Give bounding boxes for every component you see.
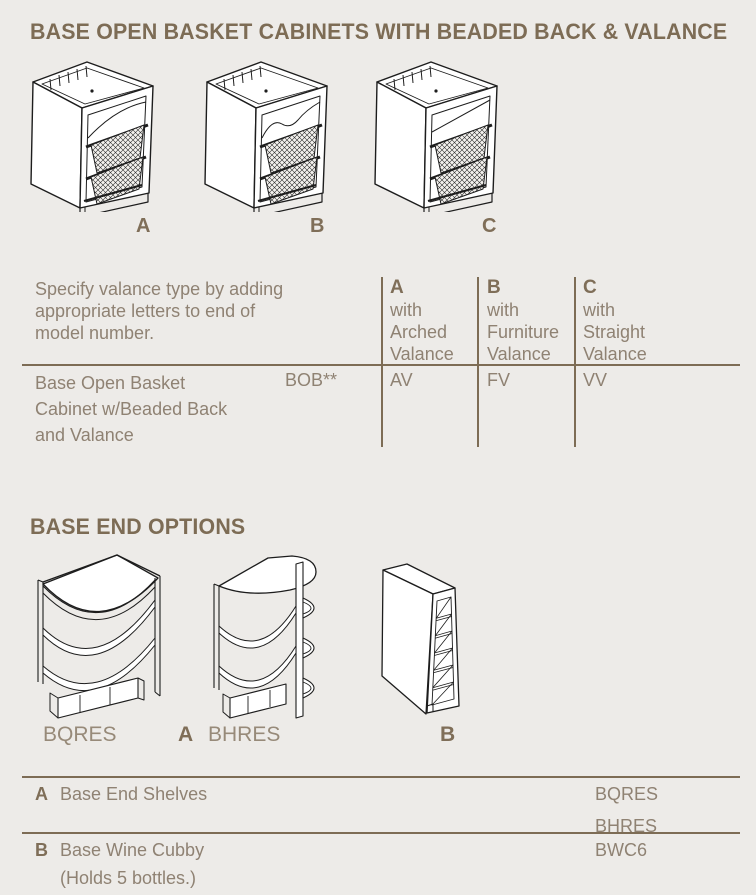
figure-label-bqres: BQRES	[43, 723, 117, 746]
end-options-title: BASE END OPTIONS	[30, 514, 246, 539]
figure-label-a: A	[136, 215, 151, 237]
option-row-a-name: Base End Shelves	[60, 784, 208, 804]
figure-label-c: C	[482, 215, 497, 237]
valance-column-a: A with Arched Valance	[390, 277, 454, 365]
valance-column-a-line2: Arched	[390, 322, 448, 342]
option-row-a-letter: A	[35, 784, 48, 804]
column-divider-1	[381, 277, 383, 447]
wine-cubby-drawing	[380, 556, 470, 721]
valance-column-b-line1: with	[487, 300, 520, 320]
valance-column-a-letter: A	[390, 277, 404, 298]
column-divider-2	[477, 277, 479, 447]
valance-column-b-line2: Furniture	[487, 322, 560, 342]
valance-column-c-line3: Valance	[583, 344, 647, 364]
options-table-rule-top	[22, 776, 740, 778]
valance-column-c-line1: with	[583, 300, 616, 320]
option-row-b-model-1: BWC6	[595, 840, 648, 860]
valance-code-av: AV	[390, 370, 413, 390]
figure-letter-a: A	[178, 723, 194, 746]
valance-column-b-line3: Valance	[487, 344, 551, 364]
valance-column-c-letter: C	[583, 277, 597, 298]
option-row-a-model-2: BHRES	[595, 816, 658, 836]
bhres-drawing	[208, 550, 328, 720]
spec-table-header-rule	[22, 364, 740, 366]
basket-cabinet-drawing-b	[202, 60, 334, 212]
valance-column-b-letter: B	[487, 277, 501, 298]
option-row-a-model-1: BQRES	[595, 784, 659, 804]
valance-column-a-line3: Valance	[390, 344, 454, 364]
valance-column-c: C with Straight Valance	[583, 277, 647, 365]
figure-label-bhres: BHRES	[208, 723, 281, 746]
option-row-b-name: Base Wine Cubby	[60, 840, 205, 860]
product-model: BOB**	[285, 370, 338, 390]
basket-cabinet-drawing-c	[372, 60, 504, 212]
basket-cabinet-drawing-a	[28, 60, 160, 212]
option-row-b-note: (Holds 5 bottles.)	[60, 868, 197, 888]
figure-letter-b: B	[440, 723, 456, 746]
valance-column-a-line1: with	[390, 300, 423, 320]
options-table-rule-mid	[22, 832, 740, 834]
spec-table-description: Specify valance type by adding appropria…	[35, 279, 284, 343]
basket-section-title: BASE OPEN BASKET CABINETS WITH BEADED BA…	[30, 19, 728, 44]
bqres-drawing	[32, 550, 167, 722]
valance-column-c-line2: Straight	[583, 322, 646, 342]
valance-code-fv: FV	[487, 370, 511, 390]
column-divider-3	[574, 277, 576, 447]
valance-code-vv: VV	[583, 370, 608, 390]
option-row-b-letter: B	[35, 840, 48, 860]
valance-column-b: B with Furniture Valance	[487, 277, 559, 365]
figure-label-b: B	[310, 215, 325, 237]
product-name: Base Open Basket Cabinet w/Beaded Back a…	[35, 373, 228, 445]
